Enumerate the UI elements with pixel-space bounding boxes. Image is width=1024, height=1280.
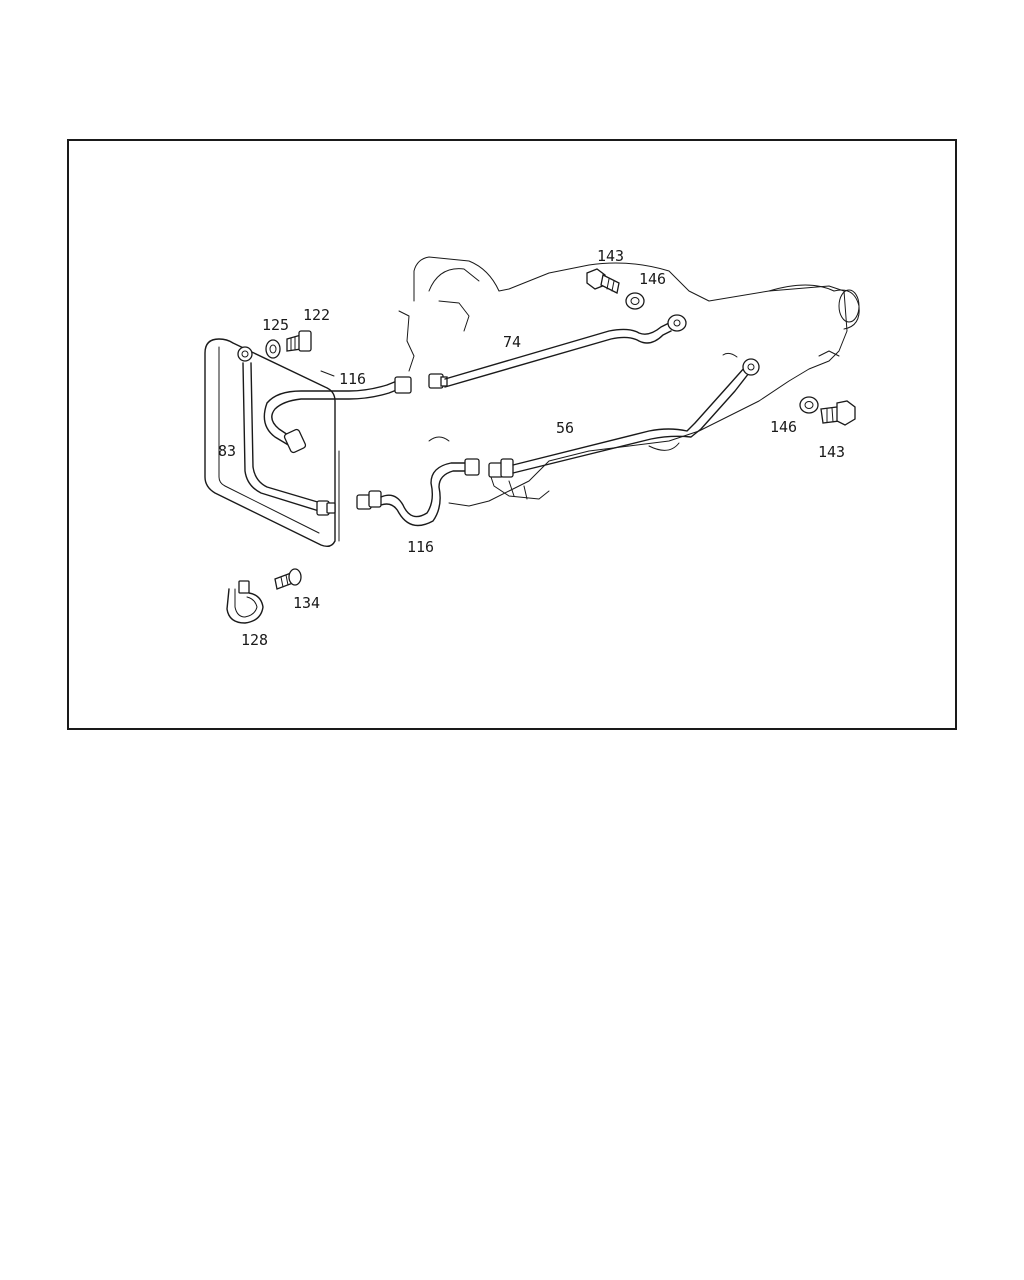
label-143-right: 143 bbox=[818, 443, 845, 461]
line-116-lower bbox=[356, 458, 480, 527]
part-labels: 143 146 125 122 74 116 83 56 146 143 116… bbox=[218, 247, 845, 649]
line-116-upper bbox=[263, 376, 412, 454]
oil-cooler bbox=[204, 338, 336, 548]
part-122-banjo-bolt bbox=[286, 330, 312, 352]
part-146-right-washer bbox=[799, 396, 819, 414]
part-134-screw bbox=[274, 568, 302, 590]
line-83 bbox=[237, 346, 336, 516]
label-56: 56 bbox=[556, 419, 574, 437]
part-125-washer bbox=[265, 339, 281, 359]
label-122: 122 bbox=[303, 306, 330, 324]
label-128: 128 bbox=[241, 631, 268, 649]
label-116-upper: 116 bbox=[339, 370, 366, 388]
diagram-frame: 143 146 125 122 74 116 83 56 146 143 116… bbox=[67, 139, 957, 730]
label-83: 83 bbox=[218, 442, 236, 460]
label-116-lower: 116 bbox=[407, 538, 434, 556]
transmission-housing bbox=[320, 256, 860, 542]
label-74: 74 bbox=[503, 333, 521, 351]
label-146-top: 146 bbox=[639, 270, 666, 288]
part-143-right-bolt bbox=[820, 400, 856, 426]
part-128-clamp bbox=[226, 580, 264, 624]
parts-diagram: 143 146 125 122 74 116 83 56 146 143 116… bbox=[204, 247, 860, 649]
label-143-top: 143 bbox=[597, 247, 624, 265]
part-146-top-washer bbox=[625, 292, 645, 310]
label-134: 134 bbox=[293, 594, 320, 612]
label-146-right: 146 bbox=[770, 418, 797, 436]
label-125: 125 bbox=[262, 316, 289, 334]
line-56 bbox=[488, 352, 760, 478]
line-74 bbox=[428, 314, 687, 389]
part-143-top-bolt bbox=[586, 268, 620, 294]
